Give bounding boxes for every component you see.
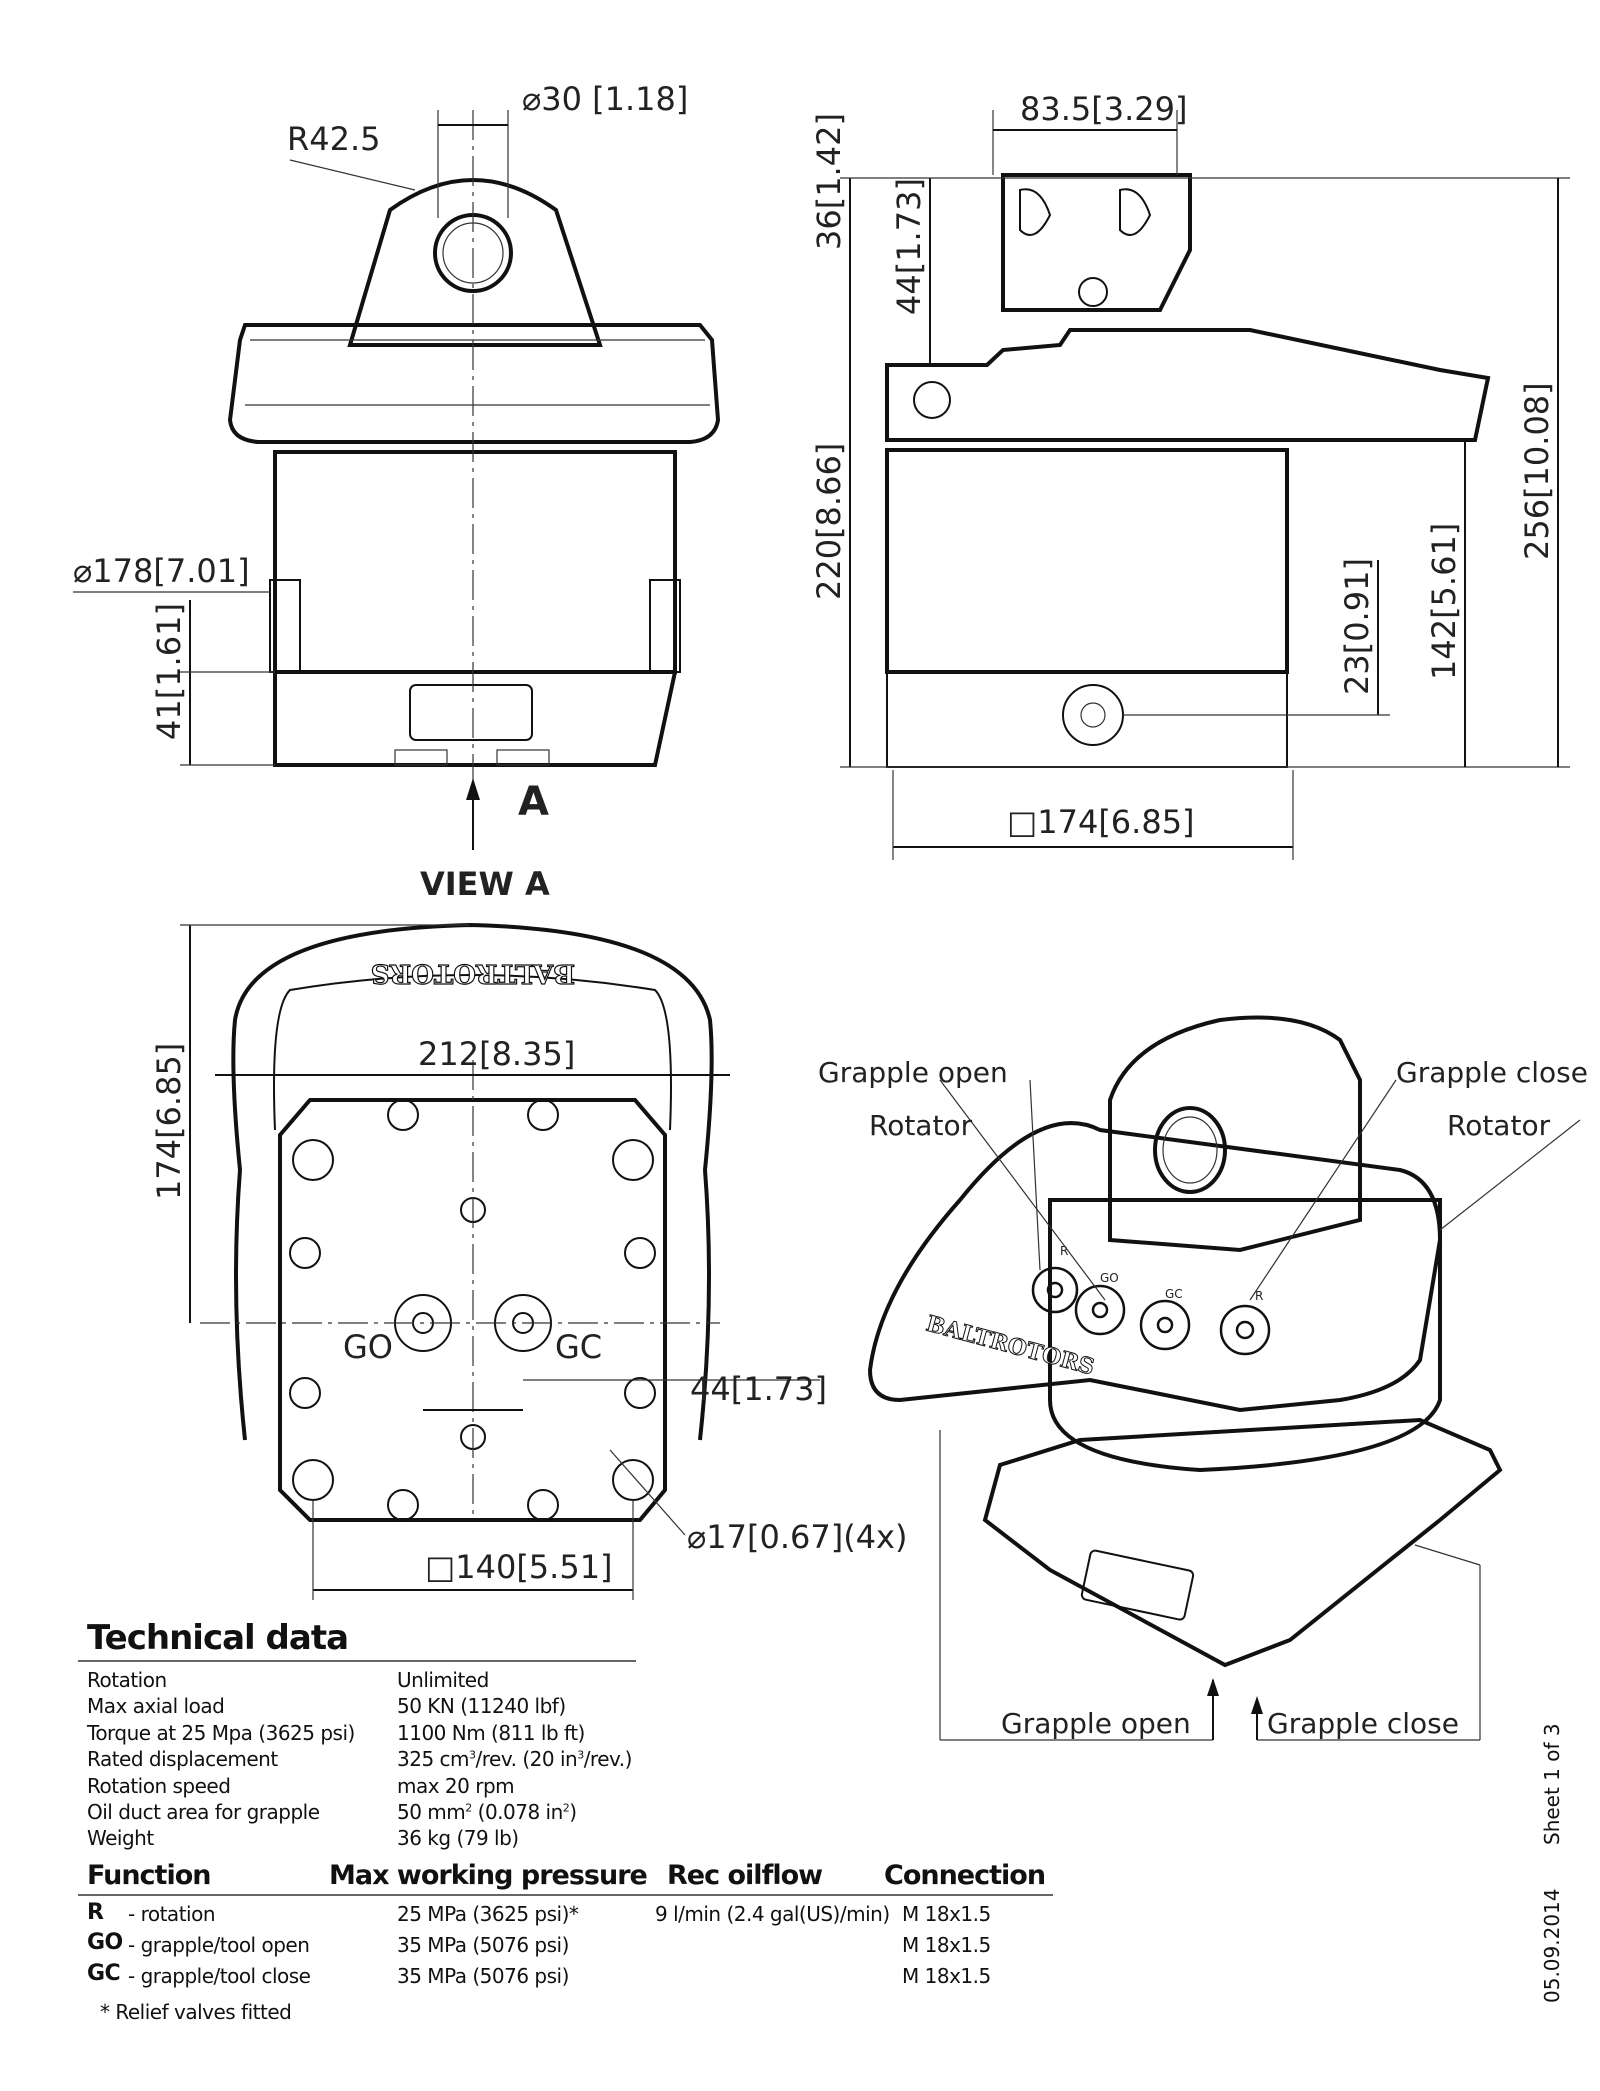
- function-desc: - rotation: [128, 1902, 216, 1926]
- spec-label: Weight: [87, 1826, 154, 1850]
- connection: M 18x1.5: [902, 1933, 991, 1957]
- view-a-brand: BALTROTORS: [371, 958, 575, 988]
- sheet-date: 05.09.2014: [1540, 1888, 1564, 2003]
- view-a: BALTROTORS: [180, 922, 820, 1600]
- column-header: Connection: [884, 1860, 1046, 1891]
- view-a-title: VIEW A: [420, 865, 550, 903]
- port-mark-r2: R: [1255, 1289, 1263, 1303]
- port-mark-r: R: [1060, 1244, 1068, 1258]
- divider: [78, 1660, 636, 1662]
- dim-view-a-height: 174[6.85]: [150, 1043, 188, 1200]
- spec-value: 325 cm3/rev. (20 in3/rev.): [397, 1747, 632, 1771]
- column-header: Rec oilflow: [667, 1860, 823, 1891]
- port-label-go: GO: [343, 1328, 393, 1366]
- dim-23: 23[0.91]: [1338, 558, 1376, 695]
- dim-256: 256[10.08]: [1518, 382, 1556, 560]
- spec-value: 1100 Nm (811 lb ft): [397, 1721, 585, 1745]
- dim-top-width: 83.5[3.29]: [1020, 90, 1187, 128]
- spec-label: Max axial load: [87, 1694, 225, 1718]
- divider: [78, 1894, 1053, 1896]
- side-view: [840, 110, 1570, 860]
- column-header: Max working pressure: [329, 1860, 648, 1891]
- label-rotator-left: Rotator: [869, 1109, 973, 1142]
- pressure: 35 MPa (5076 psi): [397, 1964, 569, 1988]
- function-code: R: [87, 1900, 104, 1925]
- spec-label: Oil duct area for grapple: [87, 1800, 320, 1824]
- dim-220: 220[8.66]: [810, 443, 848, 600]
- label-grapple-close-bottom: Grapple close: [1267, 1707, 1459, 1740]
- dim-body-dia: ⌀178[7.01]: [73, 552, 250, 590]
- front-view: [73, 110, 721, 850]
- port-mark-go: GO: [1100, 1271, 1119, 1285]
- dim-hole-dia: ⌀17[0.67](4x): [687, 1518, 907, 1556]
- dim-44: 44[1.73]: [890, 178, 928, 315]
- dim-base-height: 41[1.61]: [150, 603, 188, 740]
- dim-port-spacing: 44[1.73]: [690, 1370, 827, 1408]
- label-grapple-open-bottom: Grapple open: [1001, 1707, 1191, 1740]
- port-label-gc: GC: [555, 1328, 602, 1366]
- dim-pin-dia: ⌀30 [1.18]: [522, 80, 688, 118]
- pressure: 25 MPa (3625 psi)*: [397, 1902, 579, 1926]
- connection: M 18x1.5: [902, 1902, 991, 1926]
- dim-36: 36[1.42]: [810, 113, 848, 250]
- column-header: Function: [87, 1860, 211, 1891]
- spec-value: 36 kg (79 lb): [397, 1826, 519, 1850]
- spec-label: Rotation speed: [87, 1774, 231, 1798]
- function-code: GC: [87, 1961, 121, 1986]
- function-desc: - grapple/tool close: [128, 1964, 311, 1988]
- label-grapple-close-top: Grapple close: [1396, 1056, 1588, 1089]
- pressure: 35 MPa (5076 psi): [397, 1933, 569, 1957]
- spec-label: Torque at 25 Mpa (3625 psi): [87, 1721, 355, 1745]
- dim-view-a-width: 212[8.35]: [418, 1035, 575, 1073]
- spec-value: Unlimited: [397, 1668, 489, 1692]
- sheet-number: Sheet 1 of 3: [1540, 1723, 1564, 1845]
- label-grapple-open-top: Grapple open: [818, 1056, 1008, 1089]
- spec-value: 50 KN (11240 lbf): [397, 1694, 566, 1718]
- oilflow: 9 l/min (2.4 gal(US)/min): [655, 1902, 890, 1926]
- dim-142: 142[5.61]: [1425, 523, 1463, 680]
- port-mark-gc: GC: [1165, 1287, 1183, 1301]
- label-rotator-right: Rotator: [1447, 1109, 1551, 1142]
- spec-value: 50 mm2 (0.078 in2): [397, 1800, 577, 1824]
- function-desc: - grapple/tool open: [128, 1933, 310, 1957]
- view-arrow-label: A: [518, 779, 549, 825]
- dim-bolt-square: □140[5.51]: [425, 1548, 613, 1586]
- function-code: GO: [87, 1930, 123, 1955]
- footnote: * Relief valves fitted: [100, 2000, 292, 2024]
- technical-data-title: Technical data: [87, 1618, 349, 1658]
- spec-label: Rated displacement: [87, 1747, 278, 1771]
- iso-brand: BALTROTORS: [923, 1311, 1097, 1381]
- dim-radius: R42.5: [287, 120, 380, 158]
- spec-label: Rotation: [87, 1668, 167, 1692]
- connection: M 18x1.5: [902, 1964, 991, 1988]
- spec-value: max 20 rpm: [397, 1774, 515, 1798]
- dim-base-square: □174[6.85]: [1007, 803, 1195, 841]
